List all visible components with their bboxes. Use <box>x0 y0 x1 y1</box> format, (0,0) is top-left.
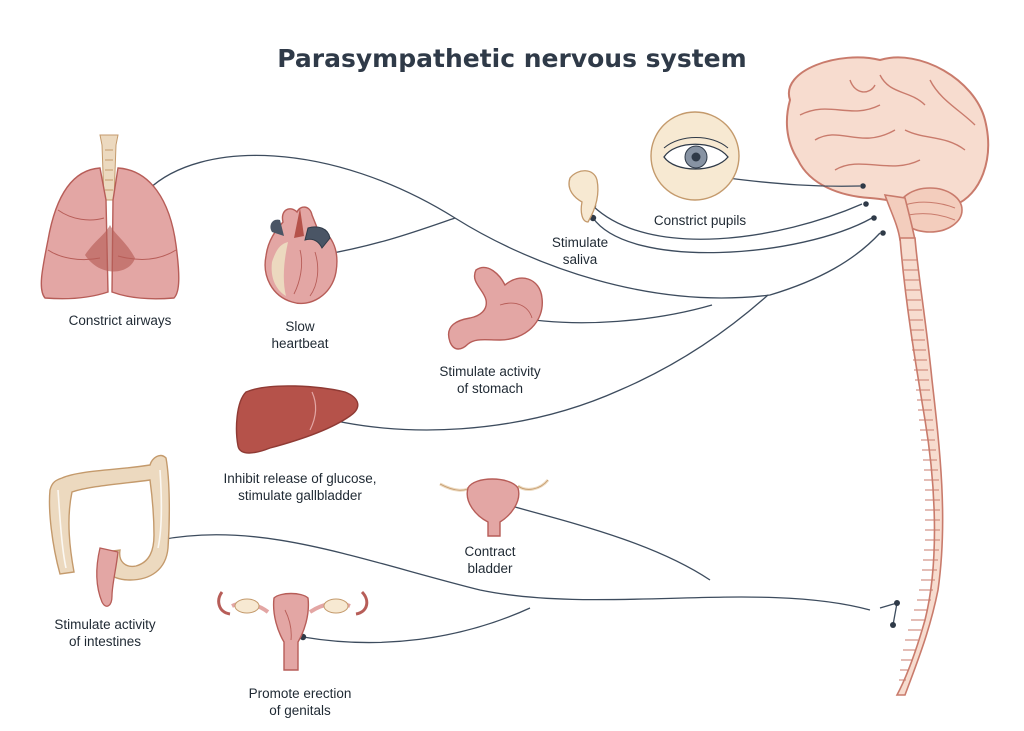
label-line: of intestines <box>68 634 142 649</box>
brain <box>785 56 990 241</box>
label-line: Inhibit release of glucose, <box>223 471 377 486</box>
nerve-heart <box>321 217 456 256</box>
label-constrict-airways: Constrict airways <box>40 312 200 329</box>
label-line: Stimulate <box>551 235 609 250</box>
label-slow-heartbeat: Slow heartbeat <box>240 318 360 352</box>
label-line: Stimulate activity <box>439 364 541 379</box>
label-line: Constrict pupils <box>653 213 747 228</box>
label-stimulate-intestines: Stimulate activity of intestines <box>30 616 180 650</box>
liver-illustration <box>235 385 359 454</box>
label-line: Contract <box>464 544 516 559</box>
label-line: heartbeat <box>271 336 329 351</box>
label-line: stimulate gallbladder <box>238 488 362 503</box>
nerve-bladder <box>496 501 711 581</box>
nerve-paths <box>147 154 898 644</box>
label-line: Promote erection <box>248 686 352 701</box>
genitals-illustration <box>217 590 369 671</box>
lungs-illustration <box>40 134 180 300</box>
label-inhibit-glucose: Inhibit release of glucose, stimulate ga… <box>200 470 400 504</box>
stomach-illustration <box>447 266 543 350</box>
bladder-illustration <box>439 478 550 537</box>
label-line: bladder <box>467 561 513 576</box>
nerve-saliva-upper <box>592 203 863 240</box>
nerve-pupils <box>719 176 861 187</box>
nerve-sacral <box>879 602 898 626</box>
label-line: of stomach <box>456 381 524 396</box>
label-contract-bladder: Contract bladder <box>440 543 540 577</box>
label-line: of genitals <box>269 703 331 718</box>
label-stimulate-stomach: Stimulate activity of stomach <box>410 363 570 397</box>
spinal-cord <box>895 237 944 696</box>
salivary-gland-illustration <box>568 170 599 223</box>
label-constrict-pupils: Constrict pupils <box>620 212 780 229</box>
label-stimulate-saliva: Stimulate saliva <box>530 234 630 268</box>
nerve-saliva-lower <box>592 217 873 254</box>
label-line: Slow <box>285 319 315 334</box>
label-line: saliva <box>562 252 598 267</box>
eye-illustration <box>650 111 740 201</box>
label-line: Stimulate activity <box>54 617 156 632</box>
label-promote-erection: Promote erection of genitals <box>225 685 375 719</box>
nerve-genitals <box>302 607 531 644</box>
heart-illustration <box>264 206 338 305</box>
label-line: Constrict airways <box>68 313 172 328</box>
nerve-liver <box>311 294 769 431</box>
diagram-title: Parasympathetic nervous system <box>277 44 747 73</box>
nerve-vagus-trunk <box>147 154 881 299</box>
nerve-intestines <box>159 534 871 611</box>
intestines-illustration <box>48 454 171 607</box>
